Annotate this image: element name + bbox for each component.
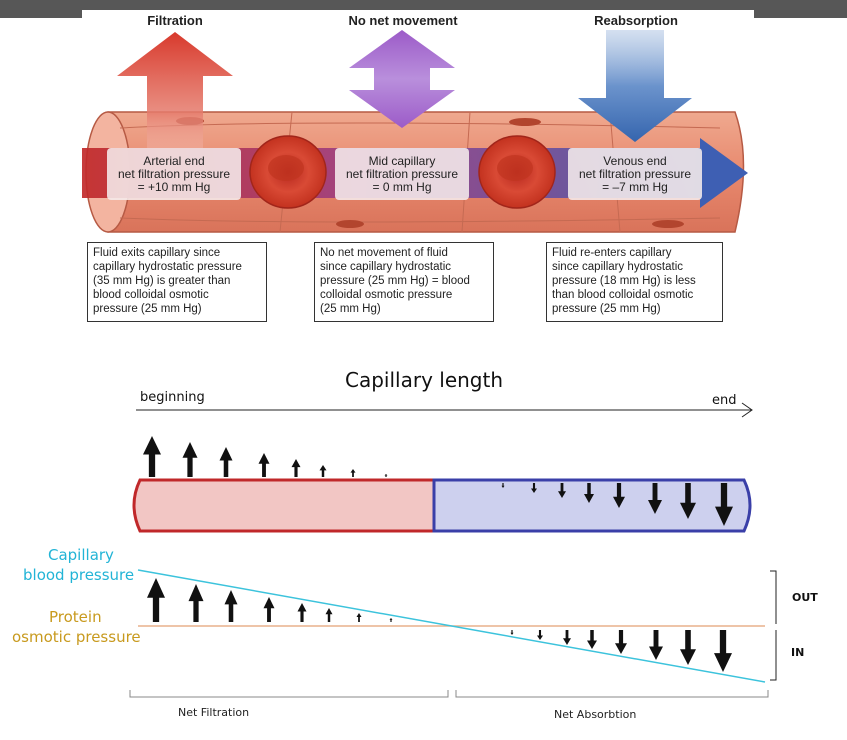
red-blood-cell [478, 135, 556, 209]
mid-capillary-pressure-box: Mid capillary net filtration pressure = … [335, 148, 469, 200]
capillary-bp-label-line2: blood pressure [23, 566, 135, 584]
caption-line: Fluid exits capillary since [93, 247, 221, 259]
no-net-movement-heading: No net movement [348, 13, 458, 28]
up-arrow-icon [258, 453, 270, 477]
net-absorption-label: Net Absorbtion [554, 708, 637, 721]
net-filtration-bracket [129, 690, 449, 698]
up-arrow-icon [384, 474, 388, 477]
up-arrow-icon [263, 597, 275, 622]
up-arrow-icon [356, 613, 362, 622]
tube-inflow-arrows [501, 483, 733, 526]
pressure-box-line: = 0 mm Hg [372, 179, 432, 194]
down-arrow-icon [648, 483, 662, 514]
red-blood-cell [249, 135, 327, 209]
up-arrow-icon [325, 608, 333, 622]
mid-capillary-caption-box: No net movement of fluid since capillary… [314, 242, 494, 322]
graph-outflow-arrows [147, 578, 393, 622]
up-arrow-icon [350, 469, 356, 477]
pressure-box-line: net filtration pressure [578, 166, 692, 181]
down-arrow-icon [531, 483, 537, 493]
reabsorption-arrow-icon [578, 30, 692, 142]
caption-line: (35 mm Hg) is greater than [93, 275, 231, 287]
caption-line: pressure (25 mm Hg) [552, 303, 661, 315]
filtration-arrow-icon [117, 32, 233, 148]
up-arrow-icon [182, 442, 198, 477]
reabsorption-heading: Reabsorption [594, 13, 678, 28]
arterial-caption-box: Fluid exits capillary since capillary hy… [87, 242, 267, 322]
up-arrow-icon [219, 447, 233, 477]
up-arrow-icon [389, 618, 393, 622]
capillary-bp-label-line1: Capillary [48, 546, 114, 564]
up-arrow-icon [319, 465, 327, 477]
beginning-label: beginning [140, 390, 205, 405]
filtration-heading: Filtration [147, 13, 203, 28]
down-arrow-icon [680, 630, 696, 665]
arterial-end-pressure-box: Arterial end net filtration pressure = +… [107, 148, 241, 200]
tube-outflow-arrows [143, 436, 388, 477]
graph-inflow-arrows [510, 630, 732, 672]
up-arrow-icon [297, 603, 307, 622]
down-arrow-icon [563, 630, 571, 645]
pressure-box-line: = +10 mm Hg [137, 179, 211, 194]
caption-line: capillary hydrostatic pressure [93, 261, 242, 273]
out-in-bracket [770, 570, 777, 681]
net-filtration-label: Net Filtration [178, 706, 250, 719]
caption-line: since capillary hydrostatic [320, 261, 452, 273]
pressure-box-line: Mid capillary [368, 153, 436, 168]
pressure-box-line: Arterial end [143, 153, 205, 168]
caption-line: pressure (25 mm Hg) [93, 303, 202, 315]
down-arrow-icon [537, 630, 543, 640]
capillary-length-axis [136, 402, 753, 418]
end-label: end [712, 393, 737, 408]
caption-line: colloidal osmotic pressure [320, 289, 453, 301]
down-arrow-icon [680, 483, 696, 519]
up-arrow-icon [224, 590, 238, 622]
caption-line: No net movement of fluid [320, 247, 448, 259]
in-label: IN [791, 646, 805, 659]
venous-caption-box: Fluid re-enters capillary since capillar… [546, 242, 723, 322]
up-arrow-icon [147, 578, 165, 622]
capillary-tube [132, 478, 752, 533]
pressure-box-line: net filtration pressure [117, 166, 231, 181]
out-label: OUT [792, 591, 818, 604]
venous-end-pressure-box: Venous end net filtration pressure = –7 … [568, 148, 702, 200]
up-arrow-icon [188, 584, 204, 622]
up-arrow-icon [143, 436, 161, 477]
pressure-box-line: = –7 mm Hg [602, 179, 668, 194]
down-arrow-icon [558, 483, 566, 498]
up-arrow-icon [291, 459, 301, 477]
protein-op-label-line2: osmotic pressure [12, 628, 141, 646]
down-arrow-icon [649, 630, 663, 660]
down-arrow-icon [501, 483, 505, 488]
caption-line: since capillary hydrostatic [552, 261, 684, 273]
caption-line: pressure (25 mm Hg) = blood [320, 275, 470, 287]
net-absorption-bracket [455, 690, 769, 698]
down-arrow-icon [587, 630, 597, 649]
down-arrow-icon [510, 630, 514, 635]
down-arrow-icon [714, 630, 732, 672]
down-arrow-icon [613, 483, 625, 508]
caption-line: (25 mm Hg) [320, 303, 381, 315]
protein-op-label-line1: Protein [49, 608, 102, 626]
down-arrow-icon [584, 483, 594, 503]
caption-line: than blood colloidal osmotic [552, 289, 694, 301]
bidirectional-arrow-icon [349, 30, 455, 128]
capillary-length-title: Capillary length [345, 368, 504, 392]
caption-line: Fluid re-enters capillary [552, 247, 672, 259]
pressure-box-line: Venous end [603, 153, 667, 168]
caption-line: blood colloidal osmotic [93, 289, 209, 301]
down-arrow-icon [715, 483, 733, 526]
pressure-box-line: net filtration pressure [345, 166, 459, 181]
down-arrow-icon [615, 630, 627, 654]
capillary-blood-pressure-line [137, 569, 766, 683]
caption-line: pressure (18 mm Hg) is less [552, 275, 696, 287]
